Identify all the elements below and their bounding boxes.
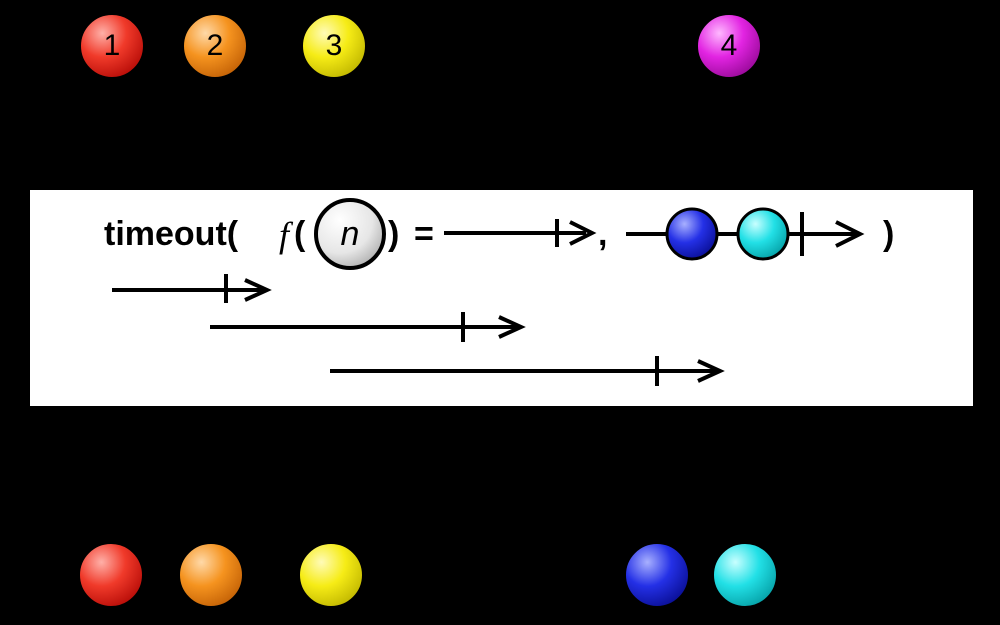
function-close-paren: ) xyxy=(388,215,399,253)
fallback-marble xyxy=(665,207,719,261)
fallback-stream xyxy=(626,207,865,261)
function-open-paren: ( xyxy=(294,215,306,253)
closing-paren: ) xyxy=(883,215,894,253)
argument-comma: , xyxy=(598,215,607,253)
timeout-window xyxy=(330,356,725,386)
operator-panel: timeout( f ( n ) = , ) xyxy=(30,190,973,406)
arrowhead xyxy=(835,220,865,248)
operator-name: timeout( xyxy=(104,215,239,253)
timeout-timeline xyxy=(444,219,597,247)
arrowhead xyxy=(244,278,272,302)
timeout-window xyxy=(210,312,526,342)
source-stream: 1 2 3 4 xyxy=(79,13,762,79)
equals-sign: = xyxy=(414,215,434,253)
source-marble: 2 xyxy=(182,13,248,79)
result-marble xyxy=(178,542,244,608)
marble-label: 1 xyxy=(104,29,121,62)
arrowhead xyxy=(697,359,725,383)
argument-circle xyxy=(314,198,386,270)
marble-circle xyxy=(79,13,145,79)
marble-label: 2 xyxy=(207,29,224,62)
marble-circle xyxy=(301,13,367,79)
argument-label: n xyxy=(341,215,360,253)
source-marble: 1 xyxy=(79,13,145,79)
source-marble: 4 xyxy=(696,13,762,79)
result-stream xyxy=(78,542,778,608)
result-marble xyxy=(712,542,778,608)
arrowhead xyxy=(498,315,526,339)
marble-circle xyxy=(182,13,248,79)
fallback-marble xyxy=(736,207,790,261)
timeout-windows xyxy=(112,274,725,386)
timeout-window xyxy=(112,274,272,303)
source-marble: 3 xyxy=(301,13,367,79)
argument-marble: n xyxy=(314,198,386,270)
result-marble xyxy=(78,542,144,608)
marble-label: 3 xyxy=(326,29,343,62)
arrowhead xyxy=(569,220,597,246)
result-marble xyxy=(624,542,690,608)
marble-circle xyxy=(696,13,762,79)
result-marble xyxy=(298,542,364,608)
marble-label: 4 xyxy=(721,29,738,62)
